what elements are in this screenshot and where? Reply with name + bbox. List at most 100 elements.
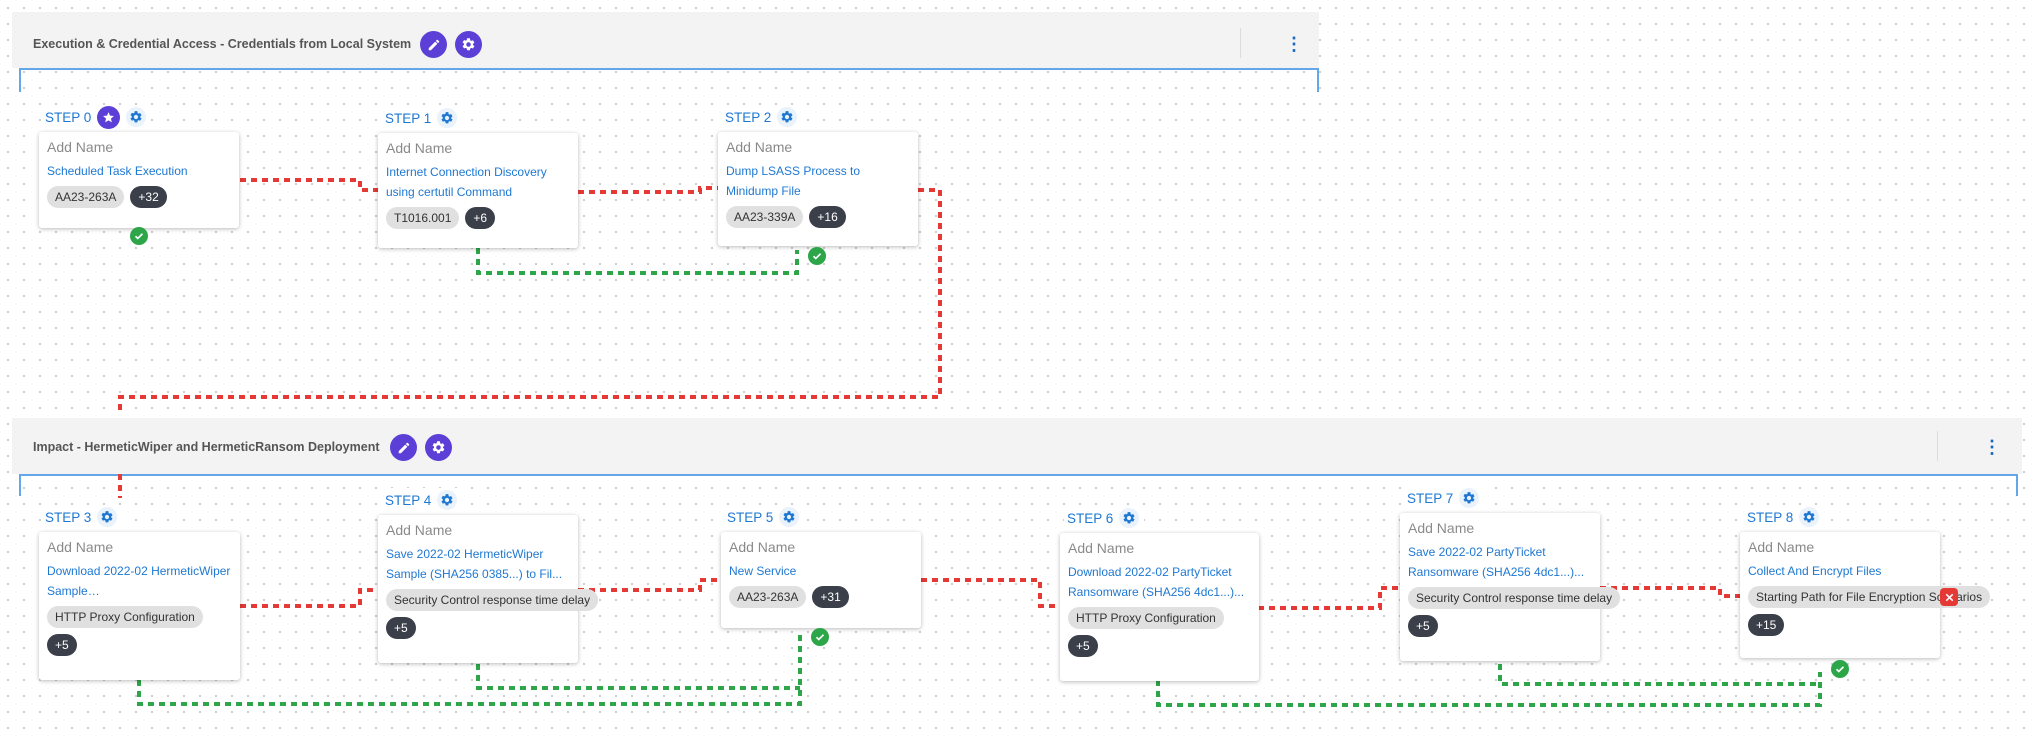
step-5-card[interactable]: Add Name New Service AA23-263A+31 — [721, 532, 921, 628]
header-separator — [1937, 431, 1938, 461]
step-2-label[interactable]: STEP 2 — [722, 105, 803, 129]
step-2-card[interactable]: Add Name Dump LSASS Process to Minidump … — [718, 132, 918, 246]
check-icon — [134, 233, 144, 240]
step-0-action-link[interactable]: Scheduled Task Execution — [47, 164, 188, 178]
step-7-action-link[interactable]: Save 2022-02 PartyTicket Ransomware (SHA… — [1408, 545, 1585, 579]
pass-connector-4-5 — [476, 664, 800, 690]
step-5-label[interactable]: STEP 5 — [724, 505, 805, 529]
step-6-tag[interactable]: HTTP Proxy Configuration — [1068, 607, 1224, 629]
step-4-more-tags[interactable]: +5 — [386, 617, 416, 639]
step-7-title: STEP 7 — [1407, 490, 1454, 506]
step-2-tag[interactable]: AA23-339A — [726, 206, 804, 228]
step-0-more-tags[interactable]: +32 — [130, 186, 167, 208]
step-1-card[interactable]: Add Name Internet Connection Discovery u… — [378, 133, 578, 248]
step-8-action-link[interactable]: Collect And Encrypt Files — [1748, 564, 1882, 578]
fail-connector-4-5 — [578, 578, 722, 592]
step-4-tag[interactable]: Security Control response time delay — [386, 589, 599, 611]
step-3-more-tags[interactable]: +5 — [47, 634, 77, 656]
step-8-more-tags[interactable]: +15 — [1748, 614, 1785, 636]
step-3-card[interactable]: Add Name Download 2022-02 HermeticWiper … — [39, 532, 240, 680]
step-3-tag[interactable]: HTTP Proxy Configuration — [47, 606, 203, 628]
step-4-name-field[interactable]: Add Name — [386, 522, 453, 538]
pencil-icon — [428, 39, 439, 50]
step-8-settings-button[interactable] — [1799, 507, 1820, 527]
step-6-more-tags[interactable]: +5 — [1068, 635, 1098, 657]
group-settings-button[interactable] — [455, 31, 482, 58]
step-6-action-link[interactable]: Download 2022-02 PartyTicket Ransomware … — [1068, 565, 1245, 599]
step-6-label[interactable]: STEP 6 — [1064, 506, 1145, 530]
fail-connector-5-6 — [921, 578, 1062, 608]
step-2-name-field[interactable]: Add Name — [726, 139, 793, 155]
step-8-tag[interactable]: Starting Path for File Encryption Scenar… — [1748, 586, 1991, 608]
step-4-action-link[interactable]: Save 2022-02 HermeticWiper Sample (SHA25… — [386, 547, 563, 581]
start-step-button[interactable] — [97, 105, 121, 129]
step-5-settings-button[interactable] — [779, 507, 800, 527]
step-1-settings-button[interactable] — [437, 108, 458, 128]
step-5-pass-badge — [811, 628, 829, 646]
gear-icon — [1803, 511, 1815, 523]
step-5-action-link[interactable]: New Service — [729, 564, 797, 578]
step-8-card[interactable]: Add Name Collect And Encrypt Files Start… — [1740, 532, 1991, 658]
step-1-name-field[interactable]: Add Name — [386, 140, 453, 156]
step-0-label[interactable]: STEP 0 — [42, 105, 152, 129]
edit-group-button[interactable] — [420, 31, 447, 58]
gear-settings-icon — [462, 38, 475, 51]
step-3-action-link[interactable]: Download 2022-02 HermeticWiper Sample… — [47, 564, 231, 598]
step-5-more-tags[interactable]: +31 — [812, 586, 849, 608]
step-2-action-link[interactable]: Dump LSASS Process to Minidump File — [726, 164, 861, 198]
step-1-action-link[interactable]: Internet Connection Discovery using cert… — [386, 165, 547, 199]
step-1-label[interactable]: STEP 1 — [382, 106, 463, 130]
step-2-settings-button[interactable] — [777, 107, 798, 127]
step-8-name-field[interactable]: Add Name — [1748, 539, 1815, 555]
step-0-name-field[interactable]: Add Name — [47, 139, 114, 155]
pass-connector-7-8 — [1498, 664, 1820, 686]
step-1-more-tags[interactable]: +6 — [465, 207, 496, 229]
group-container — [19, 474, 2018, 496]
step-0-settings-button[interactable] — [126, 107, 147, 127]
step-6-settings-button[interactable] — [1119, 508, 1140, 528]
step-7-label[interactable]: STEP 7 — [1404, 486, 1485, 510]
gear-settings-icon — [432, 441, 445, 454]
step-8-label[interactable]: STEP 8 — [1744, 505, 1825, 529]
gear-icon — [1463, 492, 1475, 504]
group-menu-button[interactable]: ⋮ — [1983, 437, 2001, 457]
step-8-pass-badge — [1831, 660, 1849, 678]
group-settings-button[interactable] — [425, 434, 452, 461]
step-4-card[interactable]: Add Name Save 2022-02 HermeticWiper Samp… — [378, 515, 599, 663]
pass-connector-6-8 — [1156, 672, 1822, 707]
group-header — [12, 12, 1319, 68]
step-1-tag[interactable]: T1016.001 — [386, 207, 460, 229]
fail-connector-2-3 — [118, 188, 942, 414]
kebab-menu-icon: ⋮ — [1983, 437, 2001, 457]
step-8-blocked-badge — [1940, 588, 1958, 606]
step-7-more-tags[interactable]: +5 — [1408, 615, 1438, 637]
edit-group-button[interactable] — [390, 434, 417, 461]
step-7-tag[interactable]: Security Control response time delay — [1408, 587, 1621, 609]
step-3-label[interactable]: STEP 3 — [42, 505, 123, 529]
step-4-settings-button[interactable] — [437, 490, 458, 510]
group-menu-button[interactable]: ⋮ — [1285, 35, 1303, 53]
pencil-icon — [398, 442, 409, 453]
step-7-card[interactable]: Add Name Save 2022-02 PartyTicket Ransom… — [1400, 513, 1621, 661]
group-container — [19, 68, 1319, 92]
step-4-label[interactable]: STEP 4 — [382, 488, 463, 512]
gear-icon — [130, 111, 142, 123]
pass-connector-1-2 — [476, 248, 799, 275]
step-5-name-field[interactable]: Add Name — [729, 539, 796, 555]
step-6-name-field[interactable]: Add Name — [1068, 540, 1135, 556]
step-0-tag[interactable]: AA23-263A — [47, 186, 125, 208]
gear-icon — [101, 511, 113, 523]
step-2-more-tags[interactable]: +16 — [809, 206, 846, 228]
step-3-title: STEP 3 — [45, 509, 92, 525]
fail-connector-6-7 — [1258, 586, 1402, 610]
step-5-tag[interactable]: AA23-263A — [729, 586, 807, 608]
step-0-card[interactable]: Add Name Scheduled Task Execution AA23-2… — [39, 132, 239, 228]
check-icon — [815, 634, 825, 641]
step-7-settings-button[interactable] — [1459, 488, 1480, 508]
step-7-name-field[interactable]: Add Name — [1408, 520, 1475, 536]
step-3-settings-button[interactable] — [97, 507, 118, 527]
check-icon — [812, 253, 822, 260]
step-6-card[interactable]: Add Name Download 2022-02 PartyTicket Ra… — [1060, 533, 1259, 681]
step-3-name-field[interactable]: Add Name — [47, 539, 114, 555]
